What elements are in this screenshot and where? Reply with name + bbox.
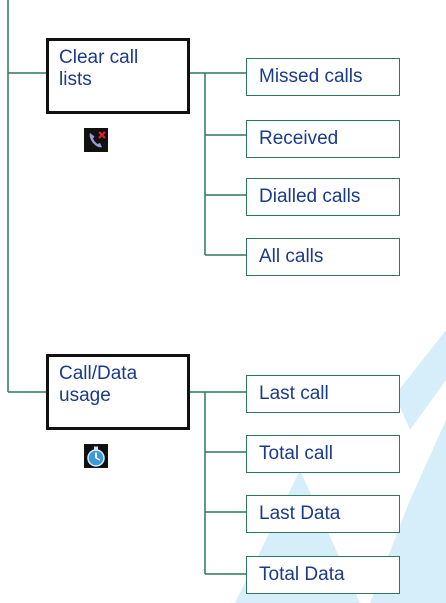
phone-clear-icon <box>84 128 108 152</box>
menu-item-total-call[interactable]: Total call <box>246 435 400 473</box>
menu-item-missed-calls[interactable]: Missed calls <box>246 58 400 96</box>
menu-item-all-calls[interactable]: All calls <box>246 238 400 276</box>
menu-item-last-data[interactable]: Last Data <box>246 495 400 533</box>
menu-item-dialled-calls[interactable]: Dialled calls <box>246 178 400 216</box>
clear-call-lists-node: Clear call lists <box>46 38 190 114</box>
menu-item-last-call[interactable]: Last call <box>246 375 400 413</box>
call-data-usage-node: Call/Data usage <box>46 354 190 430</box>
stopwatch-icon <box>84 444 108 468</box>
menu-item-total-data[interactable]: Total Data <box>246 556 400 594</box>
menu-item-received[interactable]: Received <box>246 120 400 158</box>
